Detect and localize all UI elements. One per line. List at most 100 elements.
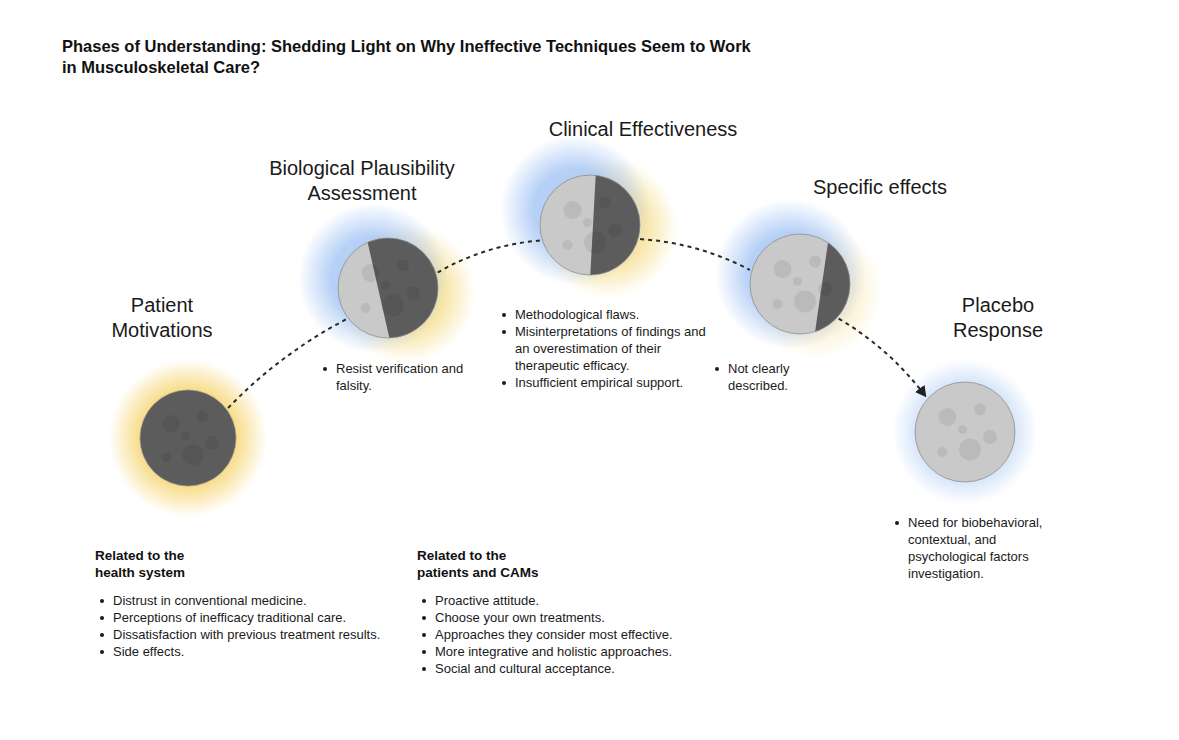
bullet-item: Perceptions of inefficacy traditional ca… [95,609,395,626]
moon-crater [182,444,203,465]
bullet-list: Not clearly described. [710,360,810,394]
bullet-item: Distrust in conventional medicine. [95,592,395,609]
moon-crater [938,447,948,457]
bullet-dot [422,650,426,654]
phase-heading: Specific effects [780,175,980,200]
phase-heading: Placebo Response [938,293,1058,343]
bullet-list: Resist verification and falsity. [318,360,468,394]
moon-crater [774,260,792,278]
moon-disc [140,390,236,486]
dotted-connector [438,241,541,273]
bullet-dot [100,599,104,603]
moon-crater [809,256,821,268]
bullet-dot [323,367,327,371]
moon-crater [362,264,380,282]
bullet-item: Misinterpretations of findings and an ov… [497,323,717,374]
moon-node: Biological Plausibility AssessmentResist… [338,238,438,338]
moon-crater [958,425,967,434]
bullet-text: Misinterpretations of findings and an ov… [515,324,706,373]
bullet-dot [422,633,426,637]
bullet-list: Distrust in conventional medicine. Percep… [95,592,395,660]
phase-heading: Clinical Effectiveness [513,117,773,142]
phase-heading: Biological Plausibility Assessment [252,156,472,206]
moon-rim [750,234,850,334]
moon-crater [361,303,371,313]
moon-crater [793,277,802,286]
bullet-list: Need for biobehavioral, contextual, and … [890,514,1065,582]
moon-disc [915,382,1015,482]
bullet-item: Approaches they consider most effective. [417,626,697,643]
group-heading-text: Related to the health system [95,548,185,580]
bullet-item: Choose your own treatments. [417,609,697,626]
moon-crater [974,404,986,416]
group-heading-text: Related to the patients and CAMs [417,548,539,580]
moon-crater [608,223,622,237]
bullet-item: Insufficient empirical support. [497,374,717,391]
group-heading: Related to the health system [95,547,220,581]
moon-body [338,233,448,343]
moon-glow [715,199,865,349]
bullet-item: Need for biobehavioral, contextual, and … [890,514,1065,582]
bullet-text: Side effects. [113,644,184,659]
diagram-title: Phases of Understanding: Shedding Light … [62,36,762,78]
bullet-text: Proactive attitude. [435,593,539,608]
bullet-text: Resist verification and falsity. [336,361,463,393]
moon-shadow [814,229,860,339]
moon-outline [338,238,438,338]
moon-crater [773,299,783,309]
moon-body [915,382,1015,482]
bullet-text: Not clearly described. [728,361,789,393]
bullet-dot [715,367,719,371]
bullet-text: Need for biobehavioral, contextual, and … [908,515,1042,581]
bullet-text: Distrust in conventional medicine. [113,593,307,608]
bullet-item: Not clearly described. [710,360,810,394]
bullet-item: Social and cultural acceptance. [417,660,697,677]
moon-crater [406,286,420,300]
moon-shadow [590,170,650,280]
bullet-dot [100,616,104,620]
bullet-text: Dissatisfaction with previous treatment … [113,627,380,642]
bullet-dot [502,381,506,385]
bullet-dot [502,313,506,317]
moon-crater [584,232,606,254]
moon-node: Clinical EffectivenessMethodological fla… [540,175,640,275]
group-heading: Related to the patients and CAMs [417,547,542,581]
moon-crater [181,431,190,440]
moon-rim [338,238,438,338]
bullet-dot [422,599,426,603]
bullet-text: Perceptions of inefficacy traditional ca… [113,610,346,625]
moon-crater [162,452,172,462]
bullet-dot [422,667,426,671]
moon-glow [500,135,650,285]
moon-glow [893,360,1038,505]
moon-rim [540,175,640,275]
moon-node: Specific effectsNot clearly described. [750,234,850,334]
moon-crater [381,281,390,290]
dotted-connector [228,319,346,408]
moon-crater [794,291,816,313]
moon-crater [163,415,180,432]
bullet-item: Proactive attitude. [417,592,697,609]
moon-body [540,170,650,280]
bullet-text: Approaches they consider most effective. [435,627,673,642]
bullet-list: Methodological flaws.Misinterpretations … [497,306,717,391]
moon-crater [563,240,573,250]
phase-heading: Patient Motivations [97,293,227,343]
moon-glow [298,203,448,353]
moon-crater [564,201,582,219]
moon-body [750,229,860,339]
moon-crater [583,218,592,227]
moon-crater [197,411,209,423]
moon-outline [540,175,640,275]
moon-glow [109,359,267,517]
moon-body [140,390,236,486]
moon-node: Patient Motivations [140,390,236,486]
bullet-text: Insufficient empirical support. [515,375,683,390]
moon-crater [205,436,218,449]
bullet-text: More integrative and holistic approaches… [435,644,672,659]
moon-crater [818,282,832,296]
bullet-list: Proactive attitude.Choose your own treat… [417,592,697,677]
bullet-dot [502,330,506,334]
